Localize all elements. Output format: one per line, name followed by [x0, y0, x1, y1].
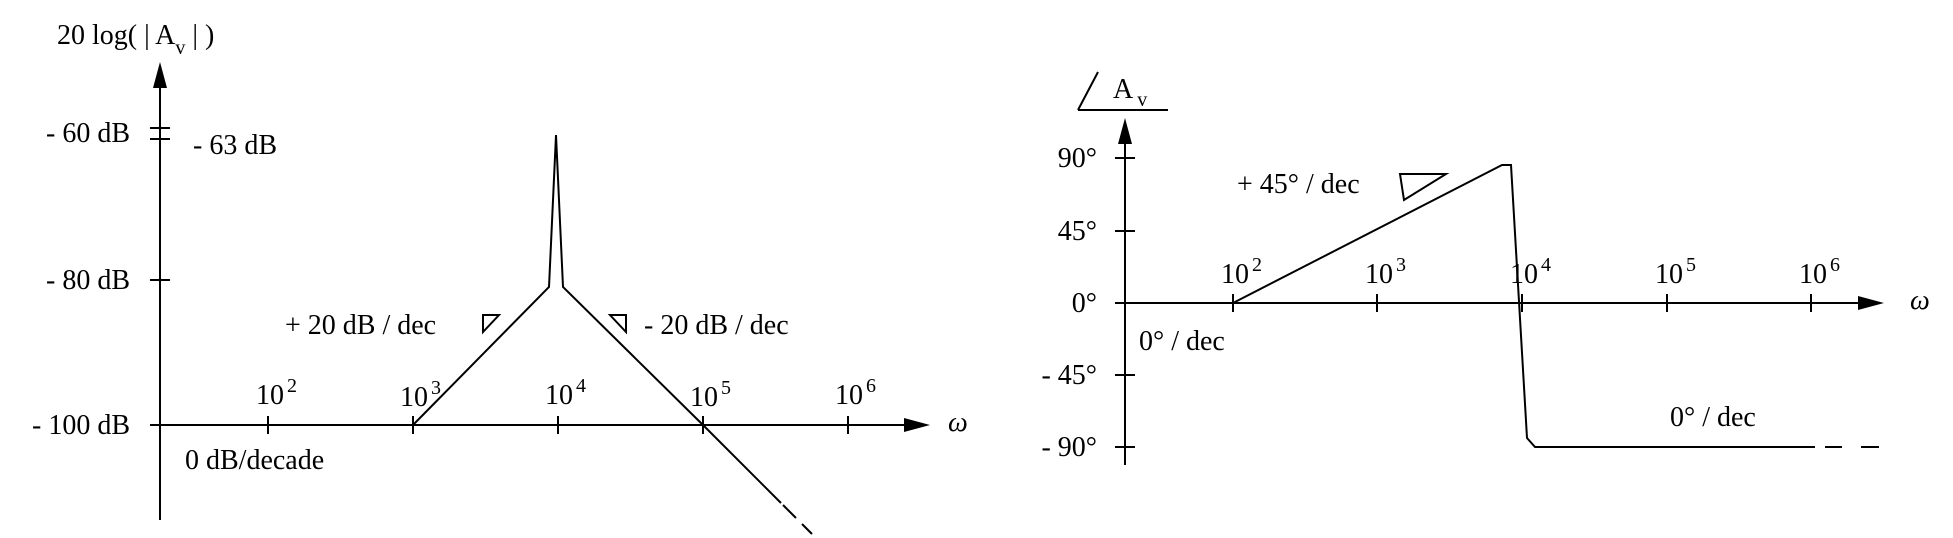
phase-y-tick-label: - 90° — [1041, 432, 1097, 463]
phase-start-slope-annotation: 0° / dec — [1139, 326, 1225, 357]
magnitude-x-axis-arrow — [904, 418, 930, 432]
magnitude-x-axis-label: ω — [948, 407, 968, 438]
phase-end-slope-annotation: 0° / dec — [1670, 402, 1756, 433]
magnitude-y-tick-label: - 80 dB — [46, 265, 130, 296]
phase-y-tick-label: 0° — [1072, 288, 1097, 319]
phase-x-axis-arrow — [1858, 296, 1884, 310]
magnitude-asymptote — [412, 134, 782, 504]
magnitude-rise-slope-annotation: + 20 dB / dec — [285, 310, 436, 341]
magnitude-flat-slope-annotation: 0 dB/decade — [185, 445, 324, 476]
magnitude-asymptote-dash — [801, 523, 813, 535]
rise-slope-triangle-icon — [482, 314, 502, 335]
magnitude-y-axis-label: 20 log( | Av | ) — [57, 20, 214, 59]
phase-y-tick-label: 90° — [1058, 143, 1097, 174]
magnitude-plot: 20 log( | Av | ) ω - 60 dB - 80 dB - 100… — [32, 20, 968, 535]
phase-y-tick-label: 45° — [1058, 216, 1097, 247]
phase-asymptote — [1232, 164, 1815, 448]
magnitude-peak-annotation: - 63 dB — [193, 130, 277, 161]
magnitude-fall-slope-annotation: - 20 dB / dec — [644, 310, 789, 341]
phase-x-axis-label: ω — [1910, 285, 1930, 316]
magnitude-y-tick-label: - 100 dB — [32, 410, 130, 441]
phase-slope-triangle-icon — [1398, 173, 1450, 202]
angle-symbol-icon — [1077, 71, 1099, 111]
phase-y-axis-arrow — [1118, 118, 1132, 144]
magnitude-y-tick-label: - 60 dB — [46, 118, 130, 149]
fall-slope-triangle-icon — [607, 314, 627, 335]
phase-rise-slope-annotation: + 45° / dec — [1237, 169, 1360, 200]
magnitude-y-axis-arrow — [153, 62, 167, 88]
magnitude-asymptote-dash — [782, 504, 797, 519]
phase-y-tick-label: - 45° — [1041, 360, 1097, 391]
